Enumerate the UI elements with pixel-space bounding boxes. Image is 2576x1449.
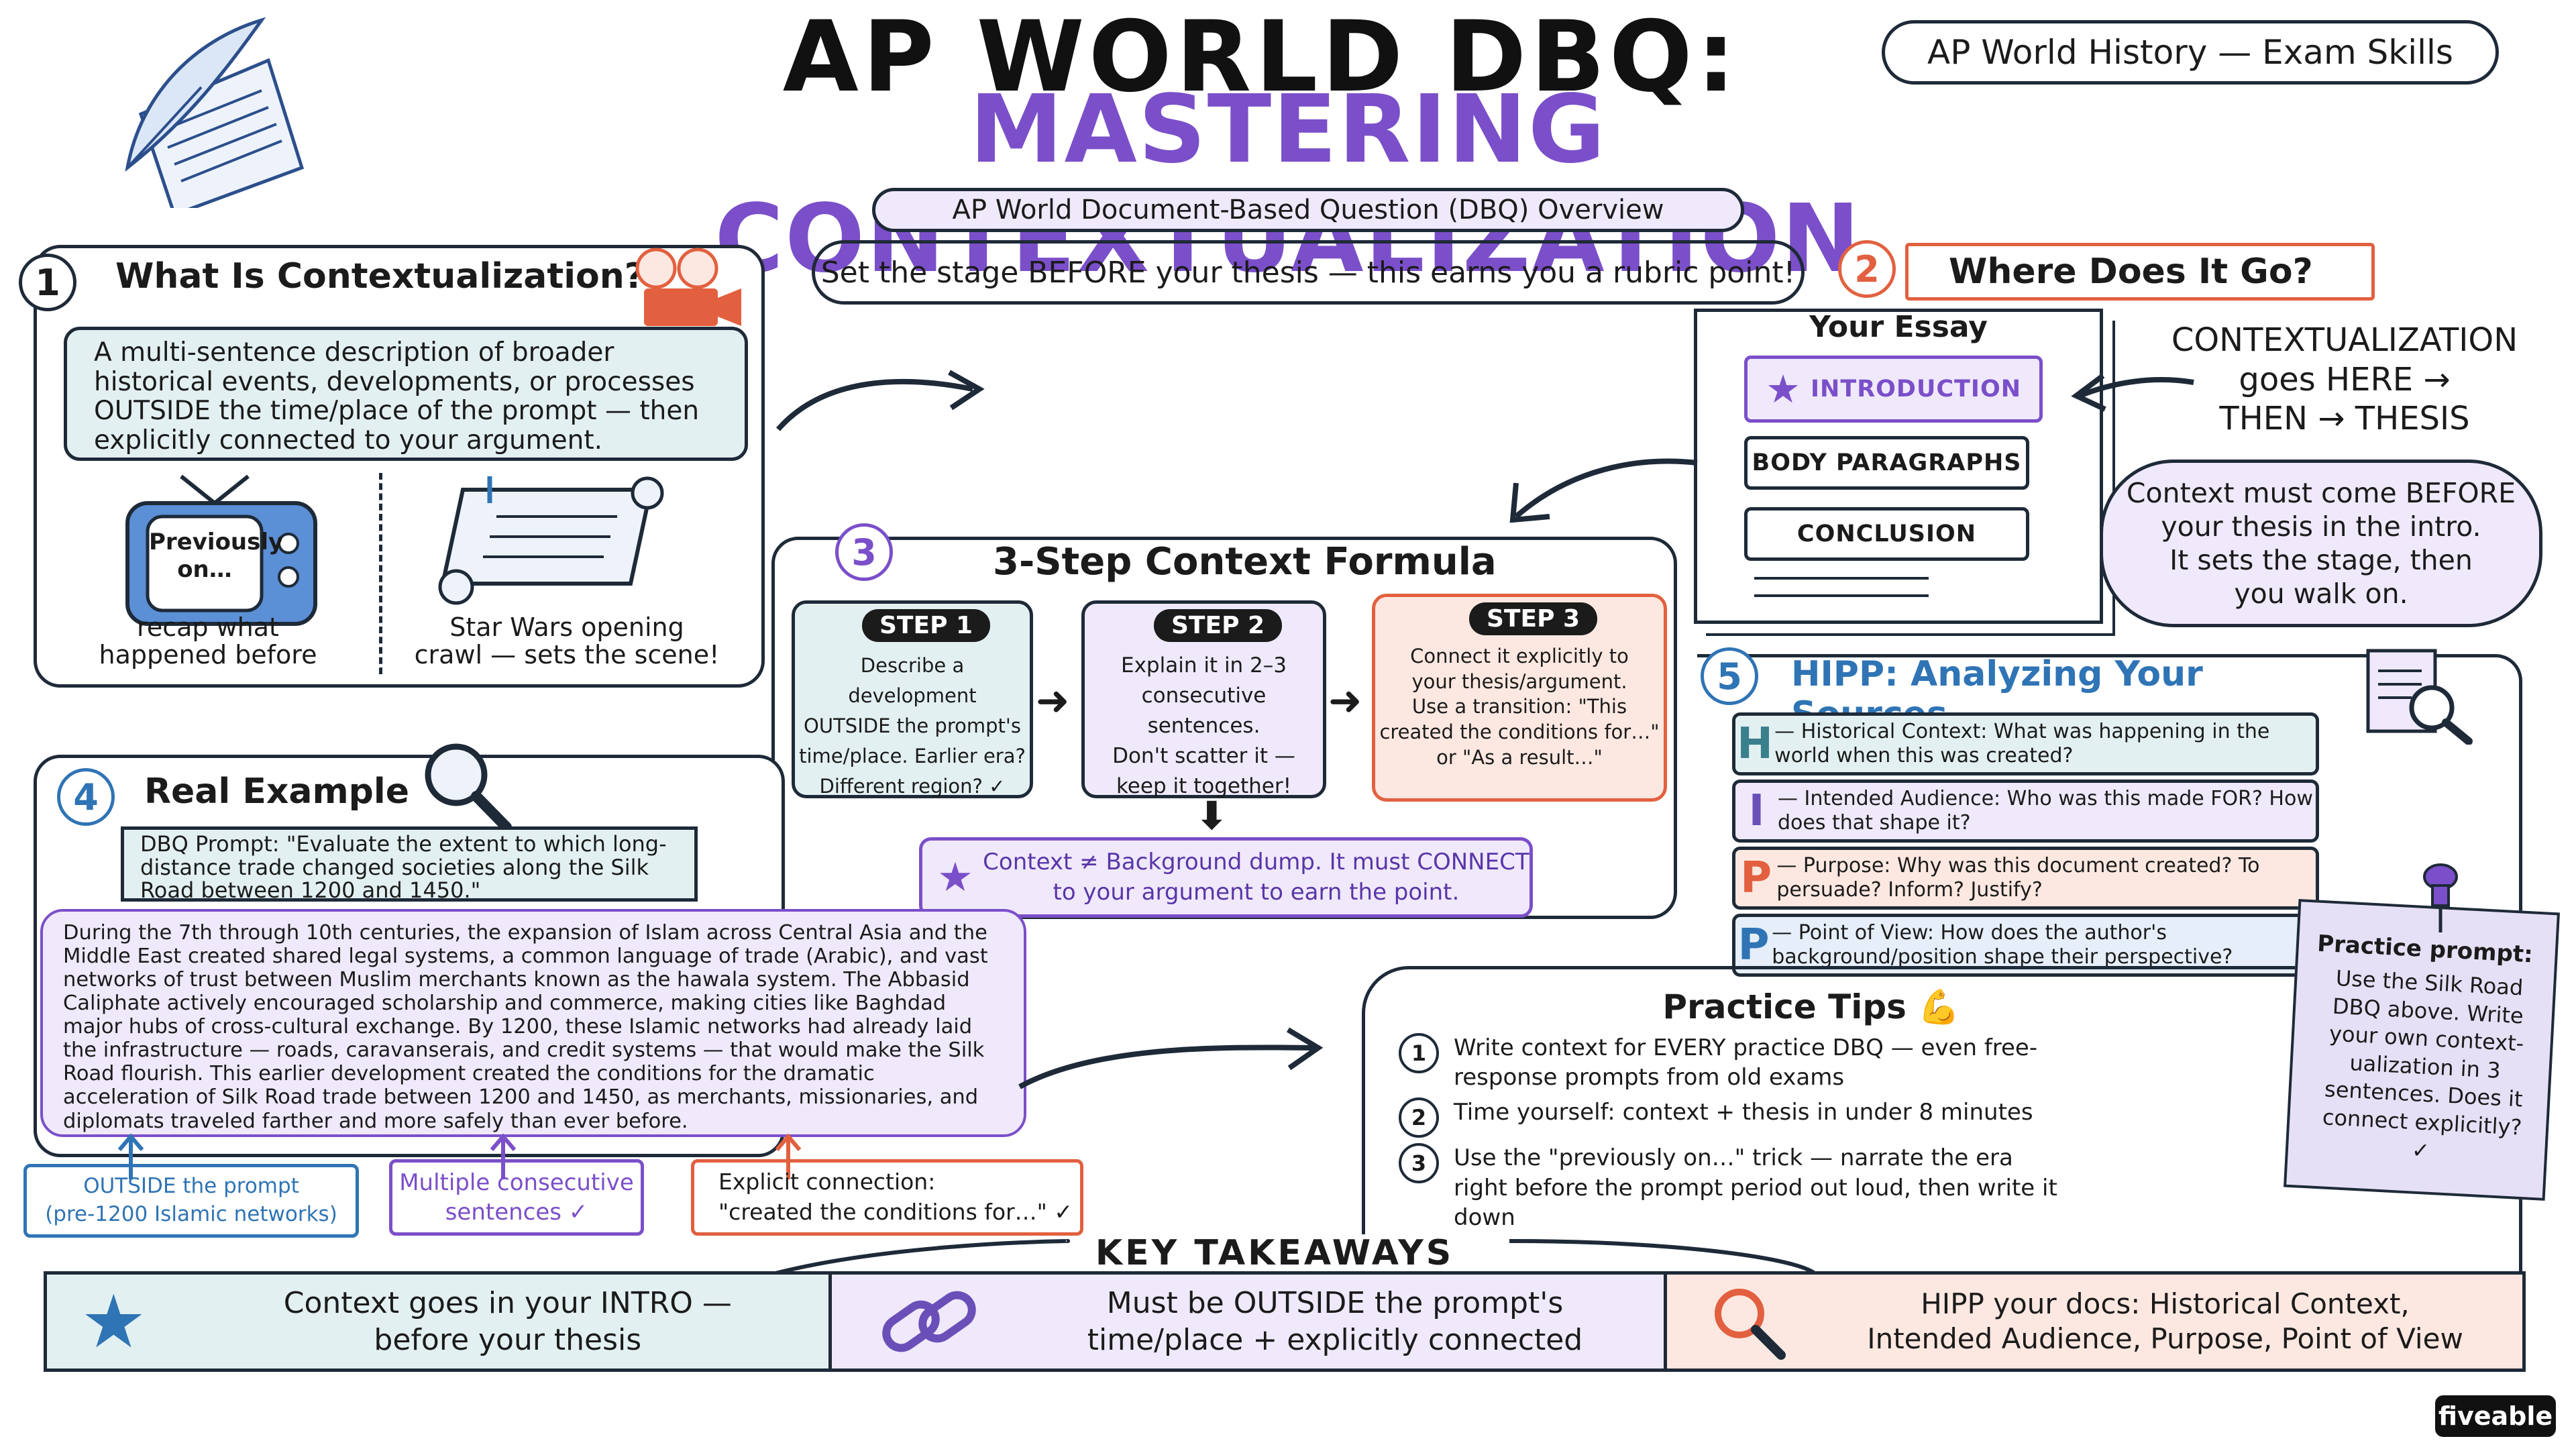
step-1-card [792, 600, 1033, 798]
practice-tip: 2 Time yourself: context + thesis in und… [1399, 1097, 2070, 1138]
star-wars-caption: Star Wars opening crawl — sets the scene… [414, 612, 720, 670]
label-consecutive: Multiple consecutive sentences ✓ [389, 1159, 644, 1236]
takeaway-text: Context goes in your INTRO — before your… [283, 1286, 732, 1357]
arrow-to-essay [1509, 458, 1698, 523]
takeaways-bar: ★ Context goes in your INTRO — before yo… [44, 1271, 2526, 1372]
takeaway-text: HIPP your docs: Historical Context, Inte… [1867, 1287, 2463, 1356]
section-2-title: Where Does It Go? [1949, 252, 2313, 292]
section-number-3: 3 [835, 523, 893, 581]
essay-conclusion: CONCLUSION [1744, 507, 2029, 561]
takeaways-bracket [757, 1239, 1820, 1280]
chain-link-icon [882, 1291, 976, 1352]
essay-body-paragraphs: BODY PARAGRAPHS [1744, 436, 2029, 490]
takeaways-title: KEY TAKEAWAYS [1095, 1233, 1454, 1273]
practice-tips-title: Practice Tips 💪 [1610, 987, 2012, 1027]
hipp-letter: P [1737, 920, 1770, 970]
step-3-label: STEP 3 [1469, 602, 1598, 635]
tip-text: Write context for EVERY practice DBQ — e… [1454, 1034, 2038, 1091]
step-2-label: STEP 2 [1154, 609, 1283, 642]
hipp-text: — Purpose: Why was this document created… [1776, 854, 2260, 902]
step-2-text: Explain it in 2–3 consecutive sentences.… [1112, 653, 1295, 798]
section-3-title: 3-Step Context Formula [993, 540, 1497, 584]
step-2-card [1081, 600, 1326, 798]
dbq-prompt: DBQ Prompt: "Evaluate the extent to whic… [121, 826, 698, 902]
essay-item-label: INTRODUCTION [1811, 376, 2021, 402]
arrow-to-practice [1018, 1027, 1324, 1089]
document-magnifier-icon [2366, 649, 2473, 745]
step-arrow-1: ➜ [1036, 678, 1070, 724]
essay-lines [1754, 577, 1929, 597]
takeaway-item-2: Must be OUTSIDE the prompt's time/place … [832, 1275, 1667, 1368]
overview-tagline: Set the stage BEFORE your thesis — this … [812, 240, 1805, 305]
section-number-2: 2 [1838, 240, 1896, 298]
page-title: AP WORLD DBQ: [782, 0, 1740, 114]
step-1-label: STEP 1 [862, 609, 991, 642]
section-4-title: Real Example [144, 771, 409, 812]
practice-tips-list: 1 Write context for EVERY practice DBQ —… [1399, 1033, 2070, 1232]
essay-introduction: ★ INTRODUCTION [1744, 356, 2043, 423]
section-2-title-banner: Where Does It Go? [1905, 243, 2375, 301]
practice-tips-panel [1362, 966, 2381, 1234]
hipp-text: — Intended Audience: Who was this made F… [1777, 787, 2313, 835]
film-projector-icon [635, 248, 741, 326]
star-icon: ★ [80, 1279, 147, 1364]
example-paragraph: During the 7th through 10th centuries, t… [40, 909, 1026, 1137]
star-icon: ★ [1766, 366, 1801, 412]
tip-number: 1 [1399, 1033, 1439, 1073]
contextualization-definition: A multi-sentence description of broader … [64, 327, 748, 461]
formula-note-text: Context ≠ Background dump. It must CONNE… [983, 849, 1529, 906]
practice-tip: 1 Write context for EVERY practice DBQ —… [1399, 1033, 2070, 1092]
practice-title-text: Practice Tips [1662, 987, 1907, 1026]
overview-label: AP World Document-Based Question (DBQ) O… [872, 188, 1744, 232]
step-arrow-2: ➜ [1328, 678, 1362, 724]
tip-text: Time yourself: context + thesis in under… [1454, 1099, 2033, 1126]
hipp-row-p-pov: P — Point of View: How does the author's… [1732, 914, 2319, 977]
label-outside-prompt: OUTSIDE the prompt (pre-1200 Islamic net… [23, 1164, 359, 1238]
tv-icon: Previously on… [121, 470, 322, 631]
tip-text: Use the "previously on…" trick — narrate… [1454, 1144, 2057, 1231]
sticky-text: Use the Silk Road DBQ above. Write your … [2322, 965, 2525, 1164]
practice-tip: 3 Use the "previously on…" trick — narra… [1399, 1143, 2070, 1232]
step-1-text: Describe a development OUTSIDE the promp… [799, 654, 1026, 798]
context-cloud: Context must come BEFORE your thesis in … [2100, 460, 2542, 627]
pushpin-icon [2423, 863, 2458, 932]
takeaway-item-3: HIPP your docs: Historical Context, Inte… [1667, 1275, 2522, 1368]
hipp-letter: I [1748, 786, 1765, 836]
recap-caption: recap what happened before [99, 612, 317, 670]
context-pointer-text: CONTEXTUALIZATION goes HERE → THEN → THE… [2171, 321, 2518, 438]
section-1-title: What Is Contextualization? [115, 256, 645, 297]
takeaway-item-1: ★ Context goes in your INTRO — before yo… [47, 1275, 832, 1368]
takeaway-text: Must be OUTSIDE the prompt's time/place … [1087, 1286, 1583, 1357]
divider [379, 473, 382, 674]
tip-number: 2 [1399, 1097, 1439, 1138]
course-badge: AP World History — Exam Skills [1882, 20, 2499, 85]
annotation-arrows [117, 1134, 802, 1179]
arrow-to-formula [775, 370, 985, 431]
step-3-text: Connect it explicitly to your thesis/arg… [1379, 645, 1660, 769]
section-number-5: 5 [1701, 647, 1758, 705]
tv-caption: Previously on… [149, 529, 284, 583]
step-arrow-down: ⬇ [1195, 793, 1228, 839]
magnifier-icon [425, 743, 512, 833]
formula-note: ★ Context ≠ Background dump. It must CON… [919, 837, 1533, 918]
hipp-letter: H [1737, 719, 1773, 769]
hipp-row-p-purpose: P — Purpose: Why was this document creat… [1732, 847, 2319, 910]
hipp-row-h: H — Historical Context: What was happeni… [1732, 712, 2319, 775]
essay-title: Your Essay [1809, 310, 1988, 344]
label-explicit-connection: Explicit connection: "created the condit… [691, 1159, 1083, 1236]
pointer-arrow [2071, 373, 2194, 412]
hipp-text: — Historical Context: What was happening… [1774, 720, 2270, 767]
hipp-text: — Point of View: How does the author's b… [1772, 921, 2233, 969]
section-number-4: 4 [57, 768, 115, 826]
quill-paper-icon [125, 17, 305, 208]
scroll-icon [438, 476, 664, 605]
hipp-letter: P [1740, 853, 1772, 903]
star-icon: ★ [937, 854, 973, 901]
flexed-arm-icon: 💪 [1918, 987, 1960, 1026]
brand-logo: fiveable [2435, 1395, 2556, 1437]
hipp-row-i: I — Intended Audience: Who was this made… [1732, 780, 2319, 843]
section-number-1: 1 [19, 254, 76, 311]
magnifier-icon [1715, 1289, 1786, 1360]
tip-number: 3 [1399, 1143, 1439, 1184]
